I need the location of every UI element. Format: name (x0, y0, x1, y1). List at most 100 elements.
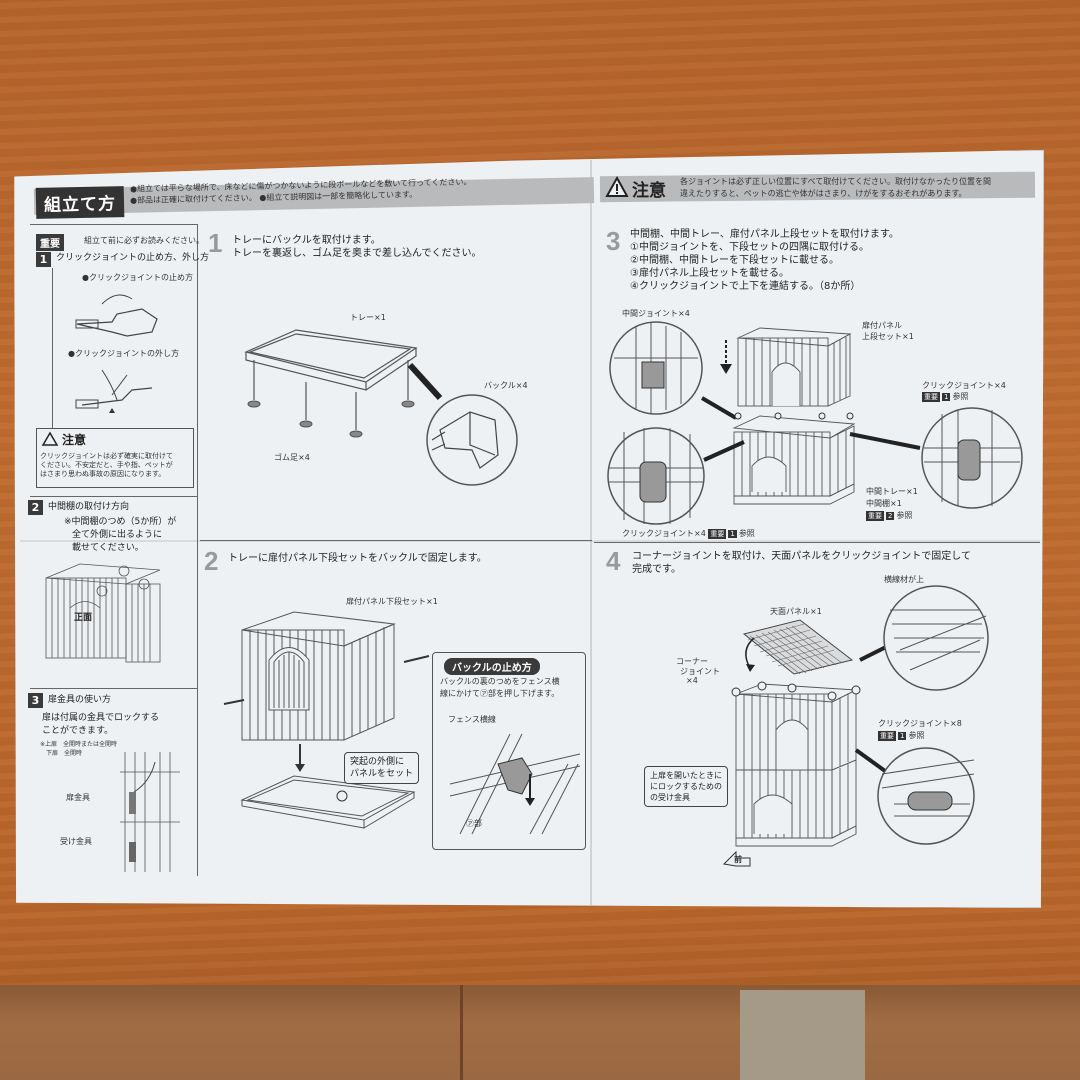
step-4-callout-line-1: 上扉を開いたときに (650, 771, 722, 780)
click-joint-label-2-text: クリックジョイント×4 (622, 529, 706, 538)
step-3-text-1: 中間棚、中間トレー、扉付パネル上段セットを取付けます。 (630, 229, 899, 240)
buckle-howto-box (432, 652, 586, 850)
important-warning-text-3: はさまり思わぬ事故の原因になります。 (40, 470, 166, 478)
buckle-howto-title: バックルの止め方 (444, 658, 540, 675)
click-joint-label-3: クリックジョイント×8 (878, 719, 962, 728)
floor-seam (460, 985, 463, 1080)
badge-two: 2 (886, 512, 895, 520)
lower-panel-label: 扉付パネル下段セット×1 (346, 597, 438, 606)
ref-1-text: 参照 (952, 392, 969, 401)
ref-2-text: 参照 (896, 511, 913, 520)
middle-tray-label: 中間トレー×1 (866, 487, 918, 496)
step-4-text-2: 完成です。 (632, 564, 681, 575)
step-4-callout: 上扉を開いたときに にロックするための の受け金具 (644, 766, 728, 807)
important-step-3-text-1: 扉は付属の金具でロックする (42, 713, 160, 723)
receiver-latch-label: 受け金具 (60, 837, 92, 846)
step-3-text-4: ③扉付パネル上段セットを載せる。 (630, 268, 789, 279)
top-panel-illustration (742, 619, 854, 675)
door-latch-illustration (120, 752, 180, 872)
buckle-detail-illustration (407, 362, 518, 486)
down-arrow-icon (720, 340, 732, 374)
top-panel-detail (859, 585, 989, 691)
badge-juyo: 重要 (922, 392, 940, 402)
click-joint-detail-step4 (877, 747, 975, 845)
badge-juyo-2: 重要 (866, 511, 884, 521)
cross-bar-label: 横線材が上 (884, 575, 924, 584)
fold-line-vertical (590, 160, 592, 905)
corner-joint-label-3: ×4 (686, 676, 698, 685)
important-subtitle: 組立て前に必ずお読みください。 (84, 236, 204, 245)
important-step-2-text-1: ※中間棚のつめ（5か所）が (64, 517, 177, 527)
badge-one-2: 1 (728, 530, 737, 538)
lower-panel-illustration (223, 611, 430, 829)
important-warning-text-2: ください。不安定だと、手や指、ペットが (40, 461, 173, 469)
step-4-number: 4 (606, 546, 621, 576)
section-2-rule (30, 496, 198, 497)
tray-illustration (244, 329, 418, 438)
caution-title: 注意 (632, 181, 666, 201)
important-step-1-number: 1 (36, 252, 51, 267)
click-joint-attach-label: ●クリックジョイントの止め方 (82, 273, 193, 282)
important-step-3-number: 3 (28, 693, 43, 708)
step-4-callout-line-2: にロックするための (650, 782, 722, 791)
important-warning-text-1: クリックジョイントは必ず確実に取付けて (40, 452, 173, 460)
part-a-label: ㋐部 (466, 819, 482, 828)
left-column-top-rule (30, 224, 198, 225)
warning-small-icon (41, 431, 59, 446)
important-warning-box (36, 428, 194, 488)
step-3-text-2: ①中間ジョイントを、下段セットの四隅に取付ける。 (630, 242, 869, 253)
fold-line-horizontal (20, 540, 1040, 542)
front-arrow-icon (722, 850, 751, 867)
door-latch-label: 扉金具 (66, 793, 90, 802)
important-step-2-text-2: 全て外側に出るように (72, 530, 163, 540)
badge-one-3: 1 (898, 732, 907, 740)
click-joint-detach-label: ●クリックジョイントの外し方 (68, 349, 179, 358)
buckle-howto-text-1: バックルの裏のつめをフェンス横 (440, 677, 560, 686)
important-step-2-title: 中間棚の取付け方向 (48, 502, 130, 512)
click-joint-detail-left (607, 427, 745, 525)
step-2-number: 2 (204, 546, 219, 576)
caution-text-1: 各ジョイントは必ず正しい位置にすべて取付けてください。取付けなかったり位置を間 (680, 177, 991, 186)
buckle-howto-illustration (449, 733, 581, 835)
buckle-howto-text-2: 線にかけて㋐部を押し下げます。 (440, 689, 560, 698)
badge-juyo-3: 重要 (708, 529, 727, 539)
step-2-callout-line-1: 突起の外側に (350, 757, 405, 767)
important-step-1-title: クリックジョイントの止め方、外し方 (56, 253, 210, 263)
upper-panel-label-1: 扉付パネル (862, 321, 902, 330)
click-joint-label-1: クリックジョイント×4 (922, 381, 1006, 390)
step-1-text-1: トレーにバックルを取付けます。 (232, 235, 381, 246)
ref-4-text: 参照 (908, 731, 925, 740)
step-2-callout: 突起の外側に パネルをセット (344, 752, 420, 784)
warning-icon (605, 175, 629, 197)
step-4-callout-line-3: の受け金具 (650, 793, 690, 802)
step1-bracket (52, 268, 53, 428)
click-joint-detach-illustration (75, 369, 153, 413)
middle-shelf-label: 中間棚×1 (866, 499, 902, 508)
buckle-label: バックル×4 (484, 381, 528, 390)
cardboard-box (740, 990, 865, 1080)
important-step-3-text-2: ことができます。 (42, 726, 114, 736)
caution-text-2: 違えたりすると、ペットの逃亡や体がはさまり、けがをするおそれがあります。 (680, 189, 967, 198)
ref-3-text: 参照 (738, 529, 755, 538)
front-direction-label: 前 (734, 855, 742, 864)
corner-joint-label-1: コーナー (676, 657, 708, 666)
section-3-rule (30, 688, 198, 689)
important-step-2-text-3: 載せてください。 (72, 543, 144, 553)
page-title: 組立て方 (35, 186, 125, 219)
step-3-number: 3 (606, 226, 621, 256)
middle-shelf-illustration (45, 563, 161, 663)
cage-upper-lower-illustration (732, 327, 856, 505)
rubber-feet-label: ゴム足×4 (274, 453, 310, 462)
step-3-text-3: ②中間棚、中間トレーを下段セットに載せる。 (630, 255, 839, 266)
important-step-2-number: 2 (28, 500, 43, 515)
important-warning-title: 注意 (62, 433, 87, 447)
assembled-cage-illustration (731, 681, 894, 847)
fence-line-label: フェンス横線 (448, 715, 496, 724)
badge-juyo-4: 重要 (878, 731, 896, 741)
step-1-number: 1 (208, 228, 223, 258)
floor (0, 985, 1080, 1080)
step-2-callout-line-2: パネルをセット (350, 769, 414, 779)
